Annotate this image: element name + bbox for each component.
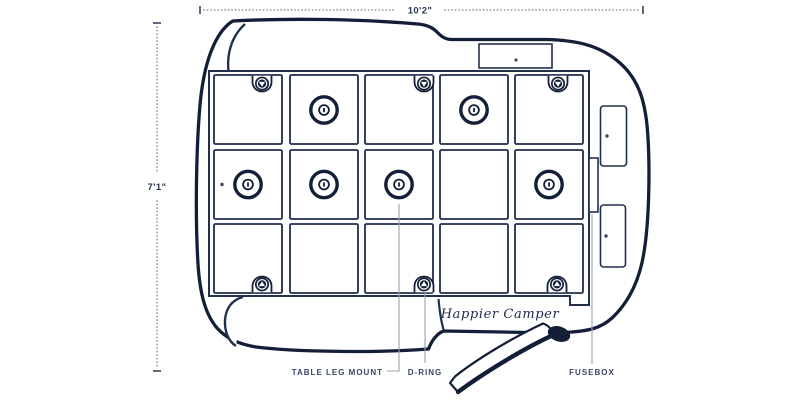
top-compartment — [478, 43, 553, 69]
floor-tile — [289, 223, 359, 294]
floor-tile — [514, 74, 584, 145]
table-leg-mount-icon — [459, 95, 489, 125]
dimension-label-width: 7'1" — [148, 182, 167, 193]
rear-bench-contour-right — [437, 298, 446, 332]
floor-tile — [364, 74, 434, 145]
floor-tile — [439, 223, 509, 294]
dimension-width: 7'1" — [148, 22, 167, 372]
table-leg-mount-icon — [233, 169, 263, 200]
dimension-label-length: 10'2" — [408, 6, 433, 17]
table-leg-mount-icon — [384, 169, 414, 200]
compartment-dot — [604, 234, 608, 238]
callout-table-leg-mount: TABLE LEG MOUNT — [292, 204, 400, 377]
callout-label-d-ring: D-RING — [408, 368, 442, 377]
callout-fusebox: FUSEBOX — [569, 214, 615, 377]
compartment-dot — [605, 134, 609, 138]
leader-line — [387, 204, 400, 372]
floor-tile — [213, 223, 283, 294]
dimension-length: 10'2" — [199, 6, 644, 17]
table-leg-mount-icon — [309, 95, 339, 125]
door-hinge — [547, 326, 571, 342]
floor-pin-dot — [220, 182, 224, 187]
floor-tile — [439, 149, 509, 220]
brand-logo: Happier Camper — [440, 307, 560, 322]
fusebox — [588, 157, 599, 213]
rear-bench-contour-left — [223, 295, 244, 348]
d-ring-icon — [251, 74, 273, 93]
d-ring-icon — [413, 275, 435, 294]
floor-tile — [514, 223, 584, 294]
front-wall-contour — [226, 23, 246, 72]
d-ring-icon — [251, 275, 273, 294]
side-compartment-upper — [599, 105, 628, 167]
entry-door-edge — [455, 333, 554, 395]
floor-tile — [213, 74, 283, 145]
callout-d-ring: D-RING — [408, 292, 442, 377]
table-leg-mount-icon — [534, 169, 564, 200]
d-ring-icon — [413, 74, 435, 93]
floor-grid — [213, 74, 584, 294]
callout-label-fusebox: FUSEBOX — [569, 368, 615, 377]
callout-label-table-leg-mount: TABLE LEG MOUNT — [292, 368, 383, 377]
d-ring-icon — [547, 74, 569, 93]
entry-door — [448, 322, 553, 394]
table-leg-mount-icon — [309, 169, 339, 200]
d-ring-icon — [546, 275, 568, 294]
side-compartment-lower — [599, 204, 627, 268]
compartment-dot — [514, 58, 518, 62]
